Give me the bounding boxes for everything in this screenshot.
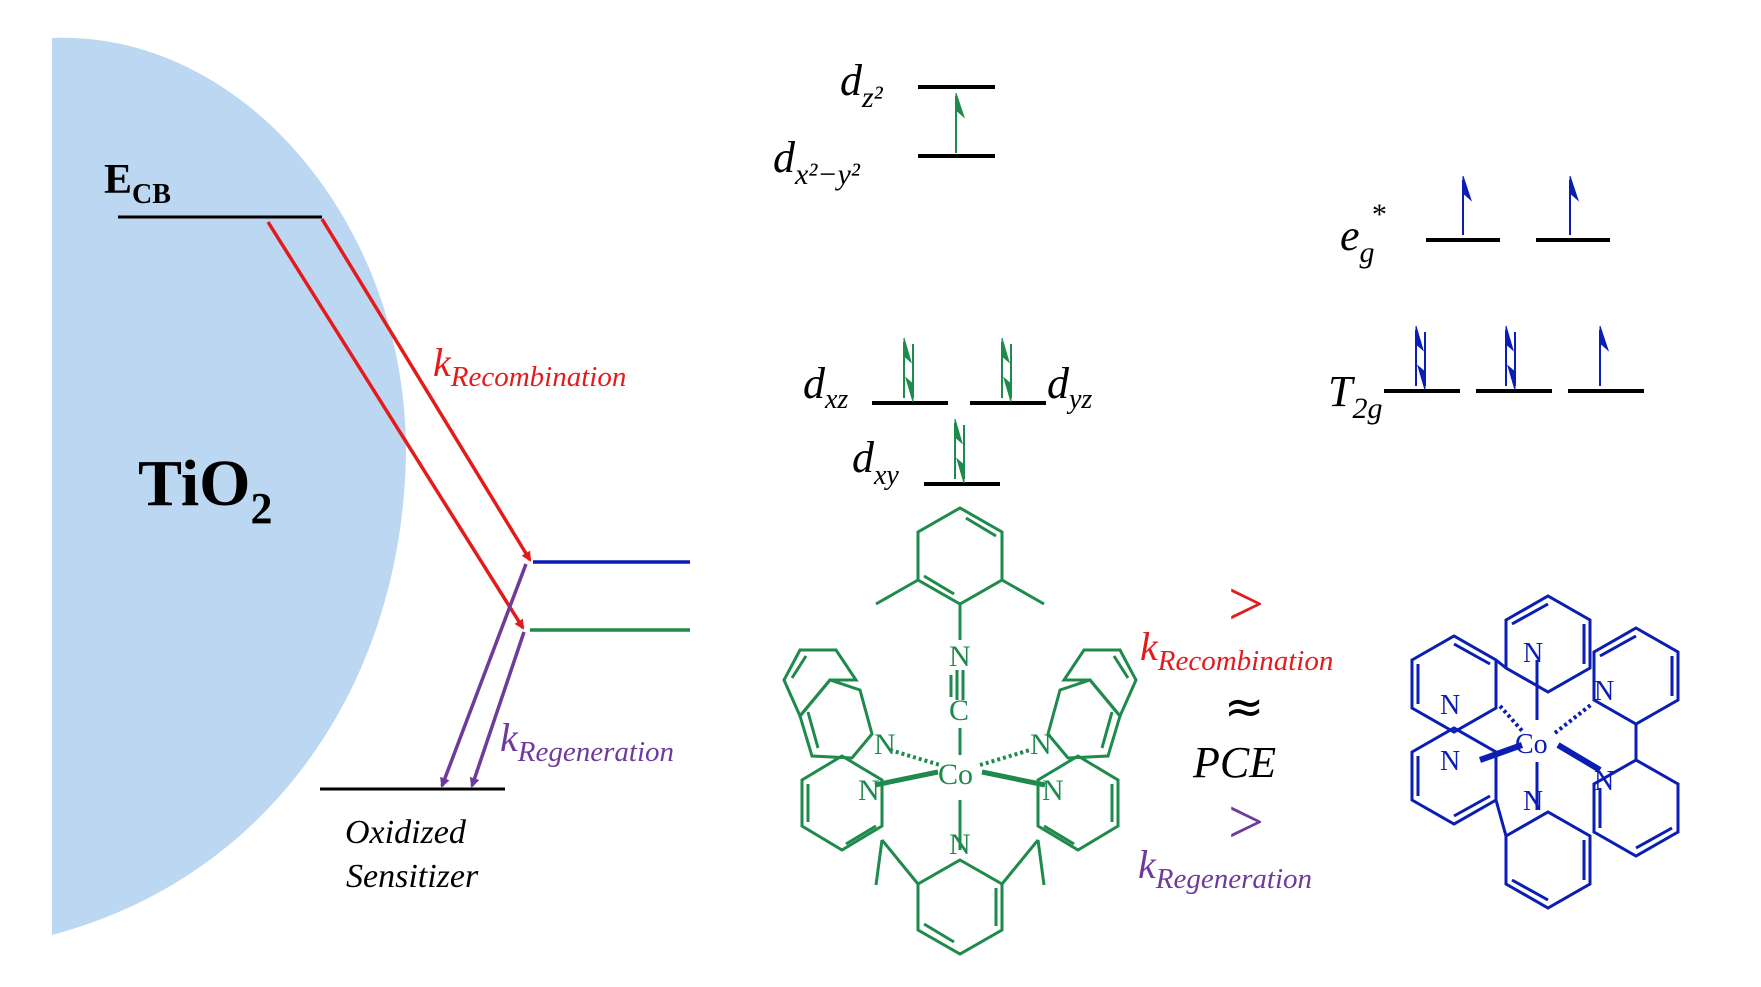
oxidized-label: Oxidized — [345, 814, 467, 851]
recombination-arrow-upper — [320, 218, 532, 562]
svg-text:N: N — [1030, 728, 1052, 761]
svg-text:N: N — [949, 640, 971, 673]
k-recombination-label: kRecombination — [433, 340, 626, 393]
blue-molecule — [1410, 594, 1680, 910]
eg-label: eg* — [1340, 198, 1386, 269]
green-molecule-atoms: N C Co N N N N N — [858, 640, 1064, 861]
ecb-label: ECB — [104, 157, 171, 210]
tio2-label: TiO2 — [138, 447, 273, 533]
dz2-label: dz² — [840, 56, 884, 114]
svg-text:N: N — [1523, 638, 1543, 669]
svg-text:Co: Co — [1515, 729, 1548, 760]
k-regeneration-label: kRegeneration — [500, 715, 674, 768]
up-arrow-icon — [955, 92, 966, 153]
approx-symbol: ≈ — [1224, 679, 1264, 735]
k-regeneration-comparison: kRegeneration — [1138, 842, 1312, 895]
pce-label: PCE — [1192, 738, 1276, 787]
svg-text:N: N — [1440, 746, 1460, 777]
up-down-arrow-pair-icon — [903, 337, 914, 403]
green-molecule — [782, 506, 1138, 956]
t2g-label: T2g — [1328, 367, 1382, 425]
svg-text:N: N — [1440, 690, 1460, 721]
regeneration-arrow-right — [469, 631, 526, 788]
svg-text:N: N — [1594, 676, 1614, 707]
svg-text:N: N — [1042, 774, 1064, 807]
gt-bottom: > — [1228, 786, 1264, 857]
up-arrow-icon — [1569, 175, 1580, 235]
tio2-particle — [52, 37, 406, 936]
blue-molecule-atoms: N Co N N N N N — [1440, 638, 1614, 817]
svg-text:C: C — [949, 694, 969, 727]
dx2y2-label: dx²−y² — [773, 133, 861, 191]
regeneration-arrow-left — [440, 563, 528, 788]
svg-text:N: N — [858, 774, 880, 807]
dyz-label: dyz — [1047, 359, 1092, 415]
k-recombination-comparison: kRecombination — [1140, 624, 1333, 677]
recombination-arrow-lower — [266, 221, 525, 630]
svg-text:N: N — [949, 828, 971, 861]
dxy-label: dxy — [852, 433, 899, 491]
up-down-arrow-pair-icon — [954, 418, 965, 484]
gt-top: > — [1228, 568, 1264, 639]
up-down-arrow-pair-icon — [1001, 337, 1012, 403]
dxz-label: dxz — [803, 359, 848, 415]
svg-text:N: N — [874, 728, 896, 761]
up-down-arrow-pair-icon — [1415, 325, 1426, 391]
svg-text:N: N — [1523, 786, 1543, 817]
up-arrow-icon — [1462, 175, 1473, 235]
svg-text:Co: Co — [938, 758, 973, 791]
up-down-arrow-pair-icon — [1505, 325, 1516, 391]
up-arrow-icon — [1599, 325, 1610, 386]
sensitizer-label-text: Sensitizer — [346, 858, 479, 895]
svg-text:N: N — [1594, 766, 1614, 797]
